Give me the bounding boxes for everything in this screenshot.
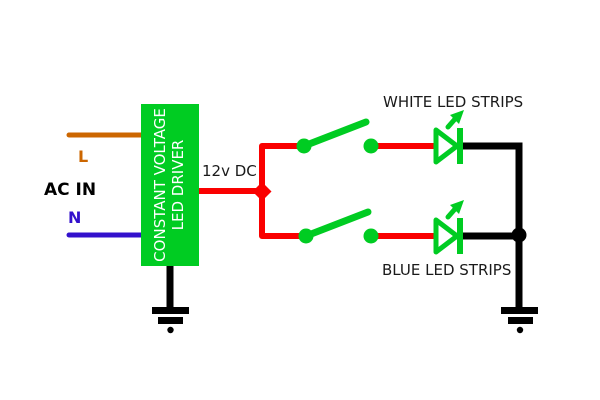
led-triangle xyxy=(433,127,460,165)
led-driver-box xyxy=(141,104,199,266)
switch-lever xyxy=(302,208,372,240)
switch-lever xyxy=(300,118,370,150)
switch-contact-dot xyxy=(363,228,379,244)
led-arrow-head xyxy=(450,200,464,214)
led-driver-label-line2: LED DRIVER xyxy=(169,140,187,231)
white-switch-icon xyxy=(296,118,379,154)
output-ground-icon xyxy=(501,307,538,334)
blue-led-icon xyxy=(433,200,464,255)
led-arrow-shaft xyxy=(445,116,458,130)
junction-diamond xyxy=(252,182,272,201)
led-driver-label-line1: CONSTANT VOLTAGE xyxy=(151,108,169,262)
label-neutral: N xyxy=(68,208,81,227)
label-dc-output: 12v DC xyxy=(202,162,257,180)
label-live: L xyxy=(78,147,88,166)
switch-pivot-dot xyxy=(296,138,312,154)
blue-switch-icon xyxy=(298,208,379,244)
ground-dot xyxy=(516,326,524,334)
white-return-wire xyxy=(460,142,523,311)
label-blue-led-strips: BLUE LED STRIPS xyxy=(382,261,511,279)
junction-dot xyxy=(511,227,527,243)
ground-dot xyxy=(167,326,174,334)
led-triangle xyxy=(433,217,460,255)
switch-contact-dot xyxy=(363,138,379,154)
led-arrow-shaft xyxy=(445,206,458,220)
led-arrow-head xyxy=(450,110,464,124)
driver-ground-icon xyxy=(152,266,189,334)
led-driver-label: CONSTANT VOLTAGE LED DRIVER xyxy=(151,108,187,262)
label-ac-in: AC IN xyxy=(44,180,96,200)
white-led-icon xyxy=(433,110,464,165)
label-white-led-strips: WHITE LED STRIPS xyxy=(383,93,523,111)
switch-pivot-dot xyxy=(298,228,314,244)
